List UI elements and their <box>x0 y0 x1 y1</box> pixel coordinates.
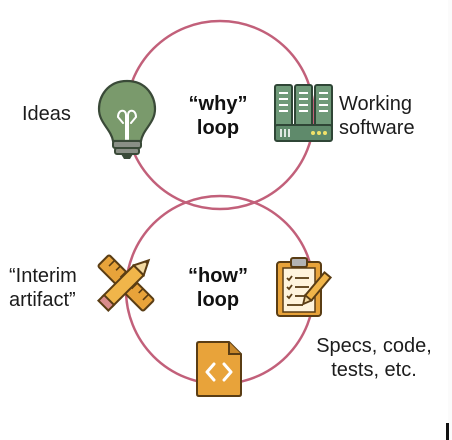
interim-artifact-line2: artifact” <box>9 289 76 311</box>
how-loop-label: “how” loop <box>163 264 273 312</box>
design-tools-icon <box>97 254 155 312</box>
why-loop-label: “why” loop <box>163 92 273 140</box>
right-edge-strip <box>448 0 452 440</box>
why-loop-subtitle: loop <box>196 117 240 139</box>
server-rack-icon <box>274 84 333 142</box>
working-software-line2: software <box>339 117 415 139</box>
working-software-line1: Working <box>339 93 412 115</box>
specs-code-tests-label: Specs, code, tests, etc. <box>310 334 438 382</box>
corner-mark <box>446 423 449 440</box>
how-loop-subtitle: loop <box>196 289 240 311</box>
clipboard-checklist-icon <box>276 257 333 317</box>
interim-artifact-line1: “Interim <box>9 265 77 287</box>
specs-line2: tests, etc. <box>331 359 417 381</box>
interim-artifact-label: “Interim artifact” <box>9 264 77 312</box>
lightbulb-icon <box>97 79 157 159</box>
code-file-icon <box>196 341 242 397</box>
working-software-label: Working software <box>339 92 415 140</box>
why-loop-title: “why” <box>188 93 248 115</box>
specs-line1: Specs, code, <box>316 335 432 357</box>
ideas-label: Ideas <box>22 103 71 125</box>
how-loop-title: “how” <box>188 265 248 287</box>
